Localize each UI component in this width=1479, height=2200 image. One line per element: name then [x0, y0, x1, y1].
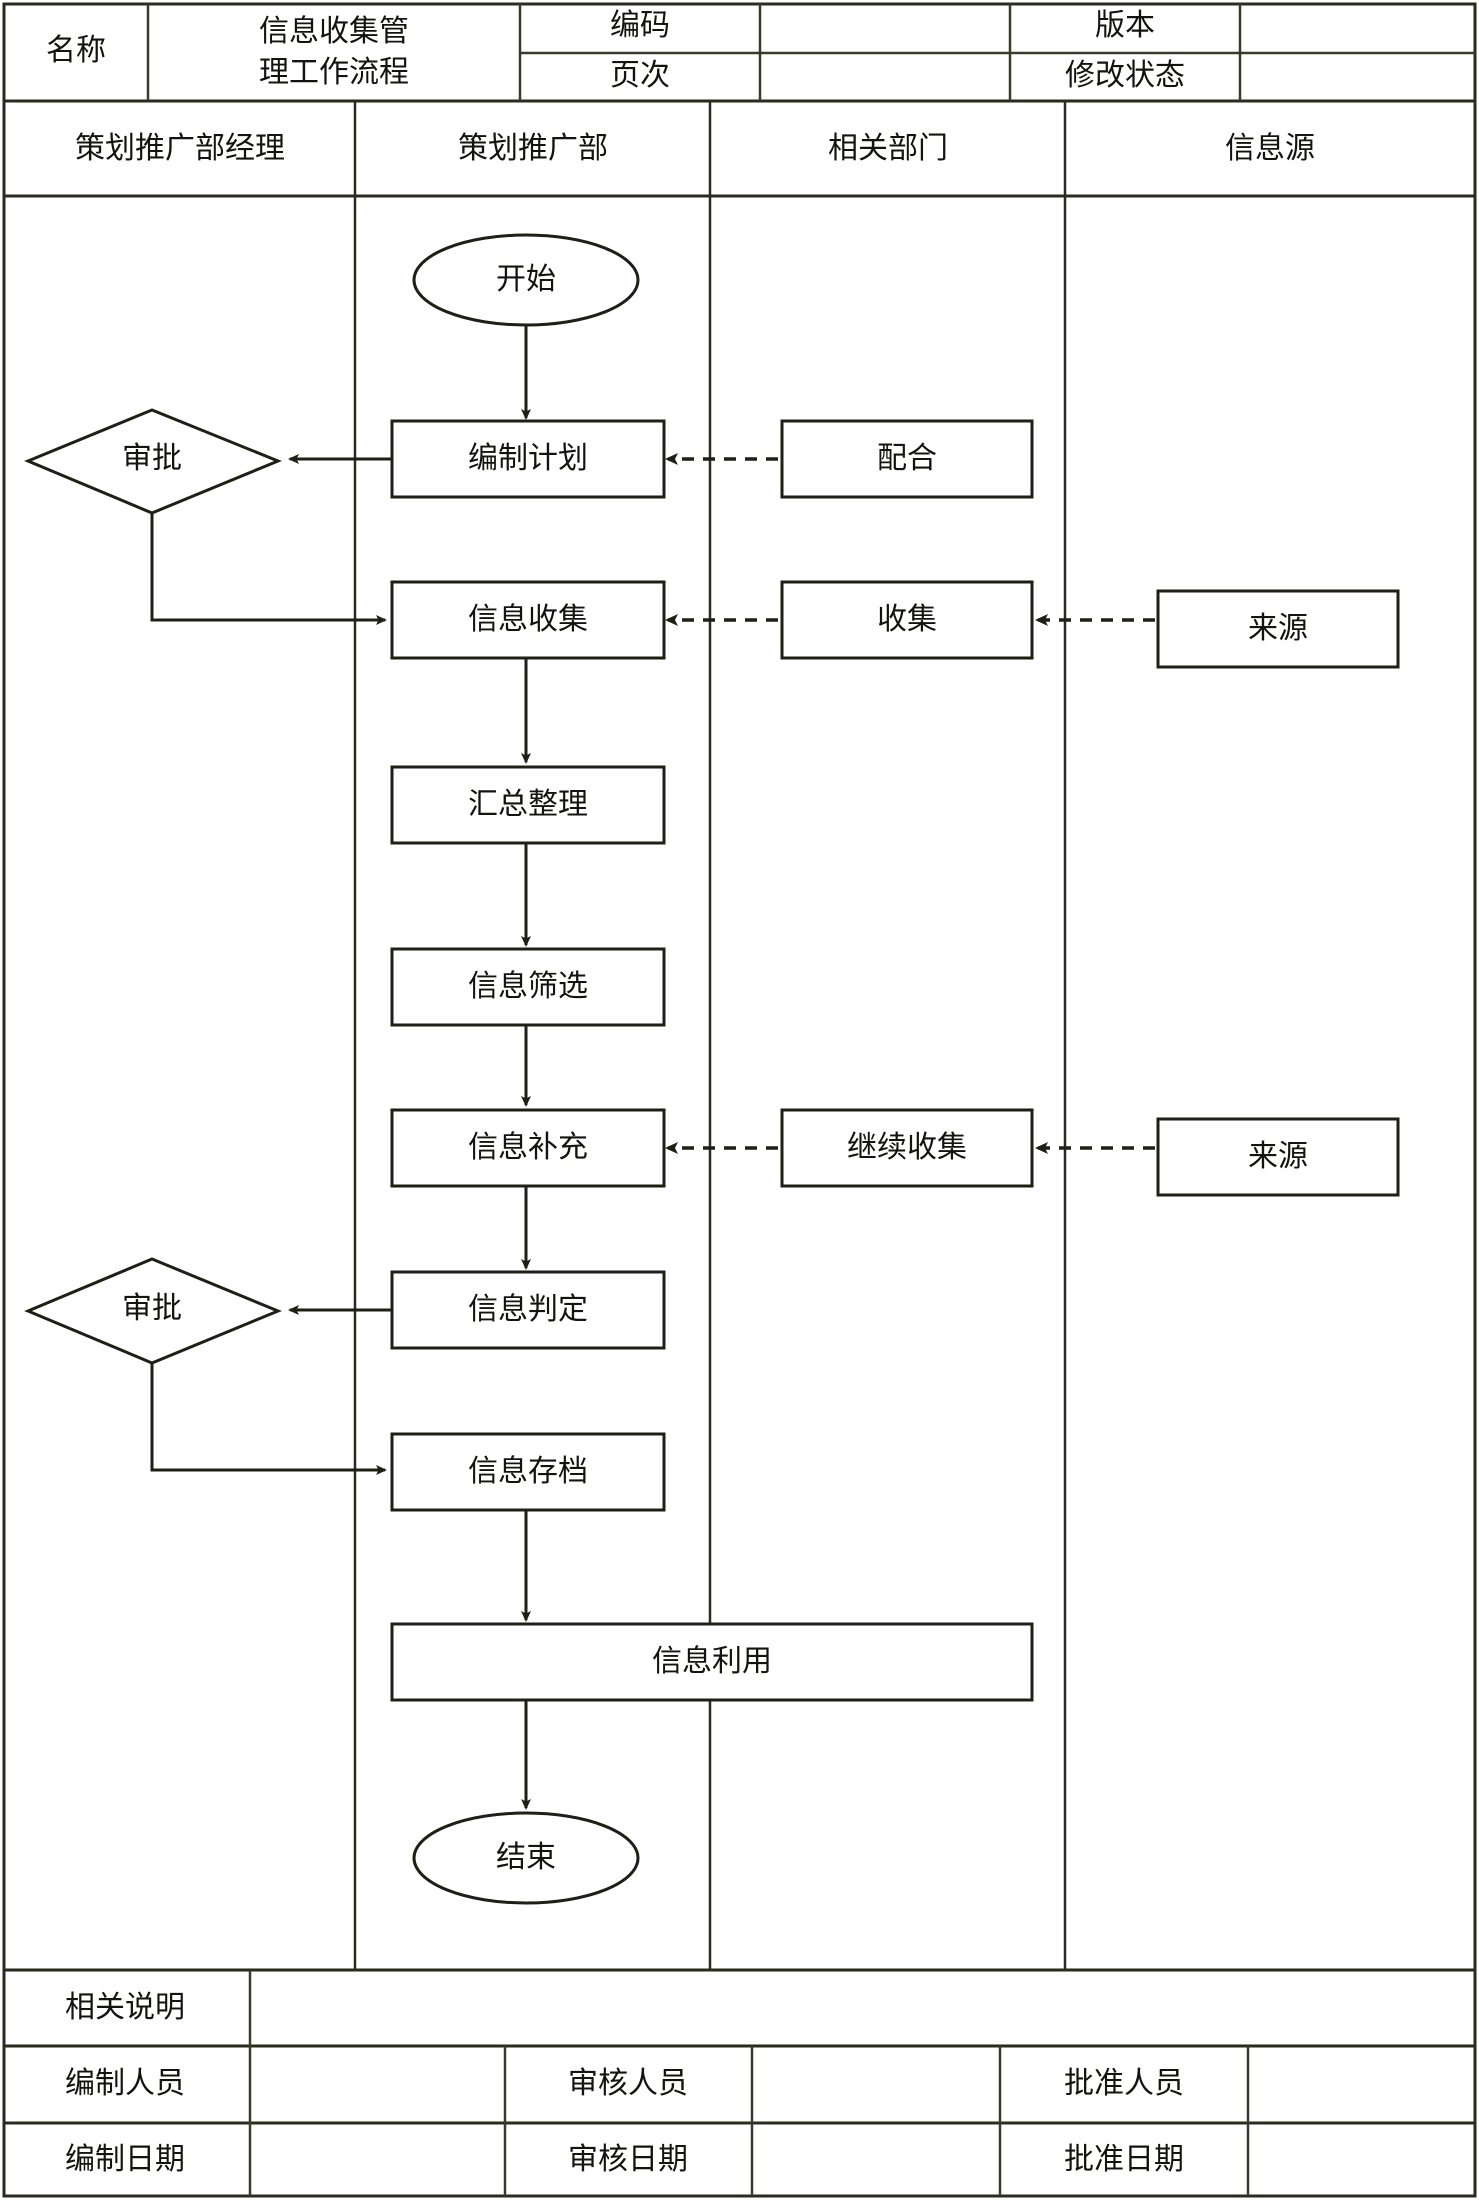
footer-prepared-by-label: 编制人员	[65, 2067, 185, 2100]
footer-reviewed-date-label: 审核日期	[568, 2143, 688, 2176]
node-supply[interactable]: 信息补充	[390, 1108, 666, 1188]
node-use-label: 信息利用	[652, 1645, 772, 1678]
footer-remark-label: 相关说明	[65, 1991, 185, 2024]
node-summary-label: 汇总整理	[468, 788, 588, 821]
node-continue[interactable]: 继续收集	[780, 1108, 1034, 1188]
node-use[interactable]: 信息利用	[390, 1622, 1034, 1702]
node-source-1[interactable]: 来源	[1156, 589, 1400, 669]
header-revision-label: 修改状态	[1065, 59, 1185, 92]
lane-header-source: 信息源	[1225, 132, 1315, 165]
lane-header-department: 策划推广部	[458, 132, 608, 165]
node-start-label: 开始	[496, 263, 556, 296]
edge-approve1-to-collect	[150, 513, 387, 625]
node-judge[interactable]: 信息判定	[390, 1270, 666, 1350]
header-name-label: 名称	[46, 34, 106, 67]
node-collect[interactable]: 信息收集	[390, 580, 666, 660]
node-approve-1[interactable]: 审批	[24, 408, 282, 515]
node-collect-label: 信息收集	[468, 603, 588, 636]
node-approve-2-label: 审批	[122, 1292, 182, 1325]
node-source-2[interactable]: 来源	[1156, 1117, 1400, 1197]
node-supply-label: 信息补充	[468, 1131, 588, 1164]
header-code-label: 编码	[610, 9, 670, 42]
node-gather[interactable]: 收集	[780, 580, 1034, 660]
node-cooperate-label: 配合	[877, 442, 937, 475]
footer-reviewed-by-label: 审核人员	[568, 2067, 688, 2100]
node-gather-label: 收集	[877, 603, 937, 636]
node-filter[interactable]: 信息筛选	[390, 947, 666, 1027]
header-title-line1: 信息收集管	[259, 15, 409, 48]
footer-approved-date-label: 批准日期	[1064, 2143, 1184, 2176]
node-approve-1-label: 审批	[122, 442, 182, 475]
node-filter-label: 信息筛选	[468, 970, 588, 1003]
node-end[interactable]: 结束	[412, 1811, 640, 1905]
footer-prepared-date-label: 编制日期	[65, 2143, 185, 2176]
node-archive-label: 信息存档	[468, 1455, 588, 1488]
node-plan[interactable]: 编制计划	[390, 419, 666, 499]
node-start[interactable]: 开始	[412, 233, 640, 327]
lane-header-manager: 策划推广部经理	[75, 132, 285, 165]
node-end-label: 结束	[496, 1841, 556, 1874]
lane-header-related: 相关部门	[828, 132, 948, 165]
node-summary[interactable]: 汇总整理	[390, 765, 666, 845]
node-judge-label: 信息判定	[468, 1293, 588, 1326]
node-source-2-label: 来源	[1248, 1140, 1308, 1173]
node-archive[interactable]: 信息存档	[390, 1432, 666, 1512]
node-source-1-label: 来源	[1248, 612, 1308, 645]
header-title-line2: 理工作流程	[259, 56, 409, 89]
node-plan-label: 编制计划	[468, 442, 588, 475]
node-continue-label: 继续收集	[847, 1131, 967, 1164]
edge-approve2-to-archive	[150, 1363, 387, 1475]
node-cooperate[interactable]: 配合	[780, 419, 1034, 499]
header-page-label: 页次	[610, 59, 670, 92]
header-version-label: 版本	[1095, 9, 1155, 42]
node-approve-2[interactable]: 审批	[24, 1257, 282, 1365]
footer-approved-by-label: 批准人员	[1064, 2067, 1184, 2100]
